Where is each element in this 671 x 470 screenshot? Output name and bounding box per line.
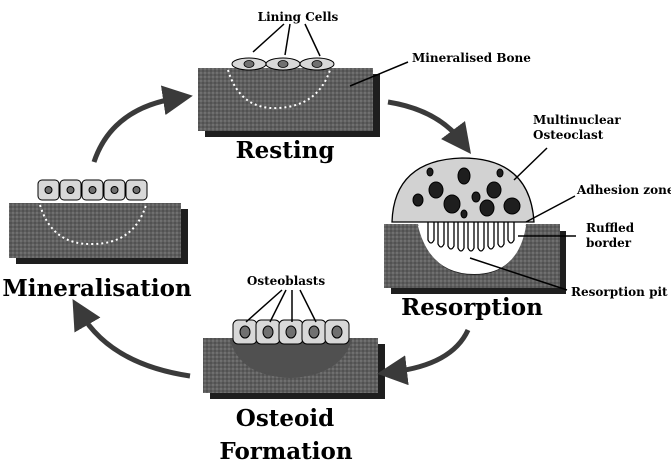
ruffled-border [427,222,515,252]
osteoblast-cells [232,319,350,345]
mineralised-bone-label: Mineralised Bone [412,51,531,65]
resting-remodel-outline [227,69,331,110]
adhesion-zone-label: Adhesion zone [576,183,671,197]
resorption-stage: Multinuclear Osteoclast Adhesion zone Ru… [384,113,671,321]
osteoblasts-pointer-lines [245,289,317,323]
osteoclast-pointer [513,147,548,181]
arrow-mineralisation-to-resting [91,85,193,163]
resting-title: Resting [236,137,335,164]
osteoid-formation-stage: Osteoblasts Osteoid Formation [203,274,385,465]
mineralisation-title: Mineralisation [2,275,192,302]
arrow-resorption-to-osteoid [377,328,471,386]
mineralisation-cells [37,179,148,201]
osteoid-fill [230,340,352,378]
osteoblasts-label: Osteoblasts [247,274,325,288]
resting-stage: Lining Cells Mineralised Bone Resting [198,10,531,164]
resorption-pit-pointer [469,257,568,291]
arrow-osteoid-to-mineralisation [72,299,191,379]
lining-cells-label: Lining Cells [258,10,339,24]
resting-bone-block [198,68,373,131]
adhesion-zone-pointer [525,195,576,223]
arrow-resting-to-resorption [387,99,472,154]
mineralisation-remodel-outline [39,204,147,246]
osteoclast-nuclei [412,167,521,219]
mineralised-bone-pointer [349,61,409,87]
resorption-title: Resorption [401,294,543,321]
ruffled-border-label-line1: Ruffled [586,221,635,235]
mineralisation-stage: Mineralisation [2,179,192,302]
osteoid-formation-title-line2: Formation [219,438,352,465]
osteoclast-label-line1: Multinuclear [533,113,621,127]
ruffled-border-label-line2: border [586,236,632,250]
lining-cells-pointer-lines [252,23,321,57]
cycle-arrows [72,85,472,386]
resorption-pit-label: Resorption pit [571,285,668,299]
lining-cells [231,57,335,71]
resorption-bone-block [384,224,560,288]
osteoid-formation-title-line1: Osteoid [236,405,334,432]
mineralisation-bone-block [9,203,181,258]
osteoclast-label-line2: Osteoclast [533,128,604,142]
